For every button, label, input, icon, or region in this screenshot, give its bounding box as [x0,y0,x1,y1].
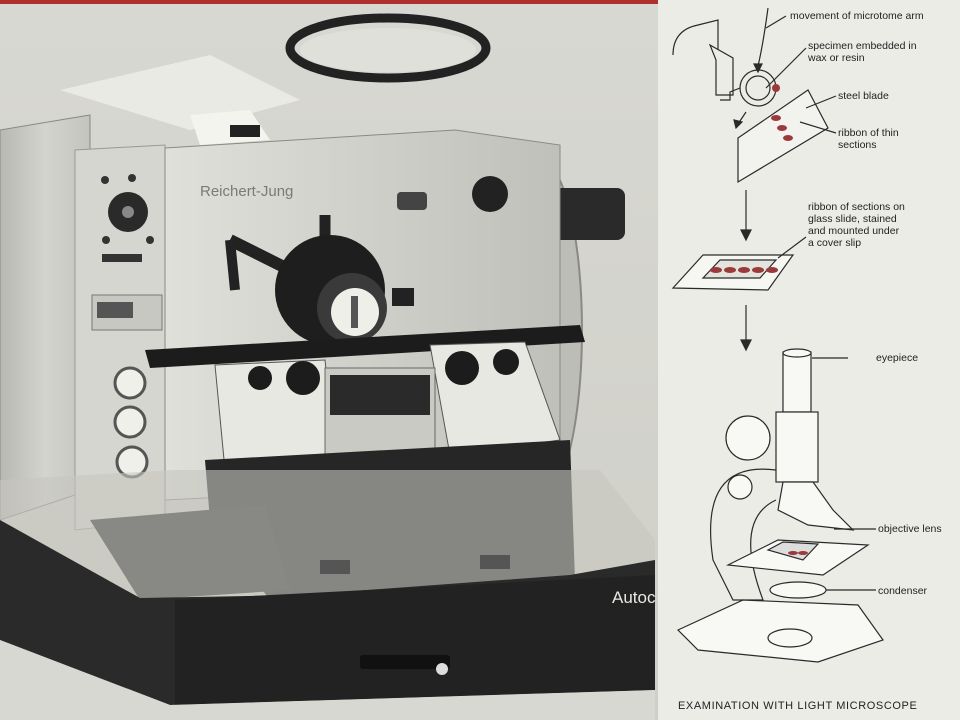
condenser-body [769,581,827,599]
focus-knob [725,415,771,461]
microtome-illustration [0,0,658,720]
objective-lens [777,481,855,531]
microtome-photo: Reichert-Jung Autoc [0,0,658,720]
microtome-housing-line [672,19,719,56]
model-name-text: Autoc [612,588,656,607]
diagram-drawing [671,7,884,663]
brand-logo-text: Reichert-Jung [200,183,294,200]
microscope-tube [775,411,819,483]
arm-movement-arrow [757,7,769,67]
top-color-strip [0,0,658,4]
label-microtome-arm: movement of microtome arm [790,10,924,22]
label-objective-lens: objective lens [878,523,942,535]
label-eyepiece: eyepiece [876,352,919,364]
specimen-sections [710,84,808,555]
microscope-arm [709,468,777,601]
label-steel-blade: steel blade [838,90,889,102]
label-specimen: specimen embedded in wax or resin [808,40,917,64]
microtome-process-diagram: movement of microtome arm specimen embed… [658,0,960,720]
diagram-caption: EXAMINATION WITH LIGHT MICROSCOPE [678,700,918,712]
microtome-arm [708,43,734,96]
label-ribbon: ribbon of thin sections [838,127,899,151]
steel-blade [737,89,829,184]
label-condenser: condenser [878,585,928,597]
microscope-eyepiece [782,351,812,413]
mirror [767,628,813,648]
label-slide: ribbon of sections on glass slide, stain… [808,201,905,249]
